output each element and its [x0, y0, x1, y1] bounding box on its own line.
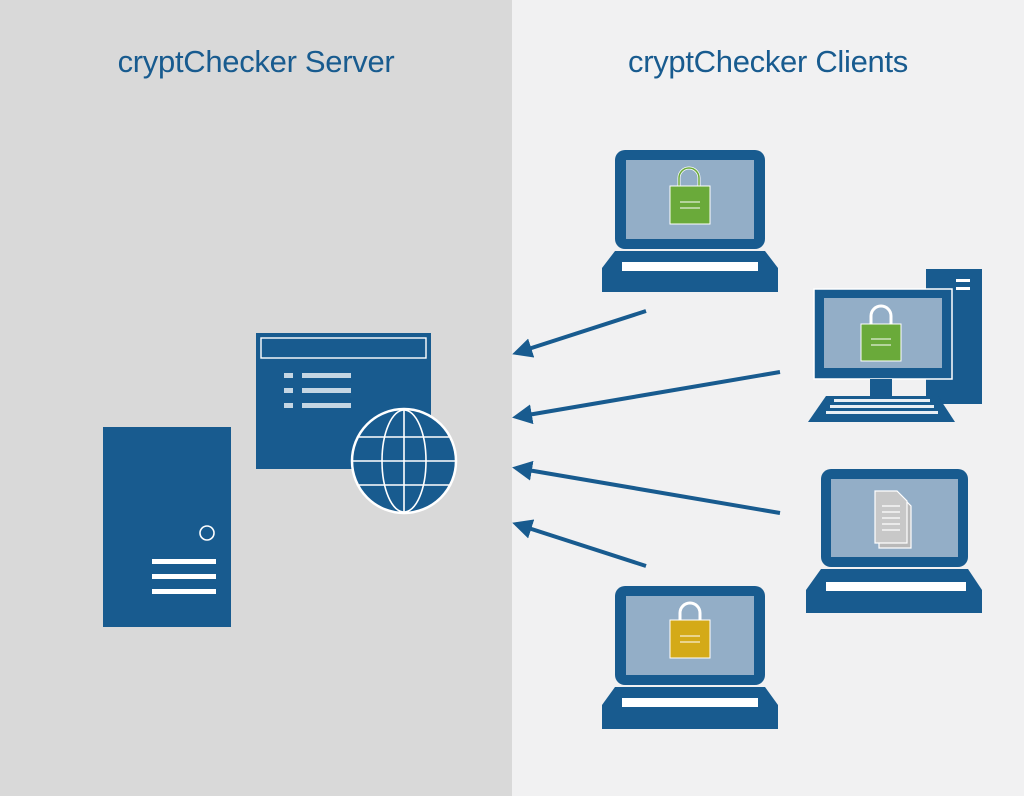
connection-arrow-3: [512, 460, 781, 515]
globe-icon: [350, 407, 458, 515]
connection-arrow-1: [512, 309, 647, 358]
client-laptop-4: [602, 586, 778, 729]
client-laptop-3: [806, 469, 982, 613]
client-desktop-2: [808, 269, 982, 422]
document-icon: [874, 490, 912, 549]
clients-heading: cryptChecker Clients: [628, 44, 908, 79]
lock-icon: [669, 601, 711, 659]
server-tower-icon: [103, 427, 231, 627]
connection-arrow-4: [512, 519, 647, 568]
server-heading: cryptChecker Server: [117, 44, 395, 79]
client-laptop-1: [602, 150, 778, 292]
lock-icon: [669, 166, 711, 225]
connection-arrow-2: [512, 370, 781, 425]
lock-icon: [860, 304, 902, 362]
